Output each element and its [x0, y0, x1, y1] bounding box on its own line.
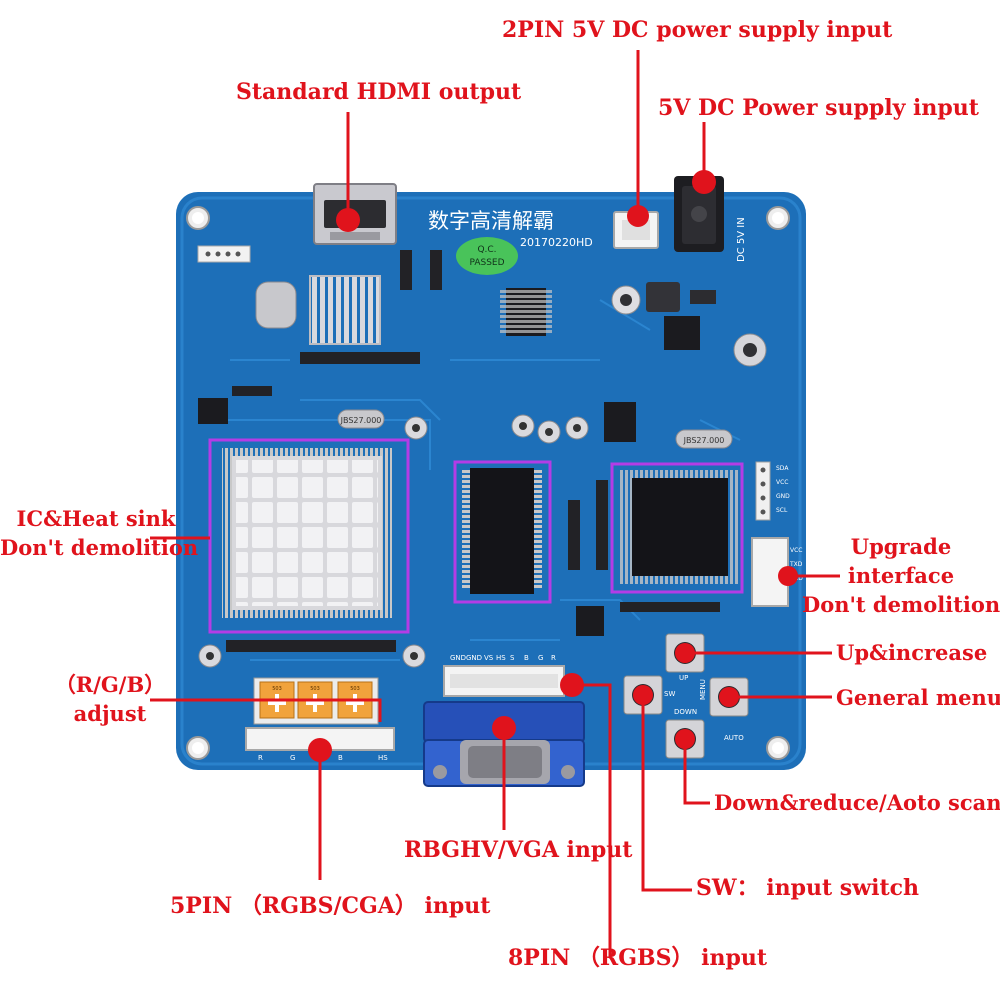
- pin-label-r: R: [551, 654, 556, 662]
- pot-label-2: 503: [310, 686, 320, 692]
- upgrade-conn-vcc: VCC: [790, 547, 802, 554]
- 8pin-header-labels: GND GND VS HS S B G R: [450, 654, 556, 662]
- ic-small-right: [576, 606, 604, 636]
- dc-jack-label: DC 5V IN: [736, 217, 747, 262]
- pot-label-3: 503: [350, 686, 360, 692]
- capacitors-bottom: [198, 644, 426, 668]
- capacitors-mid: [404, 414, 589, 444]
- callout-upgrade-line2: interface: [847, 563, 955, 588]
- qfp-ic: [620, 470, 740, 584]
- callout-upgrade-line3: Don't demolition: [802, 592, 1000, 617]
- callout-8pin-input: 8PIN （RGBS） input: [508, 945, 768, 971]
- upgrade-conn-txd: TXD: [789, 561, 803, 568]
- pin-label-gnd1: GND: [450, 654, 466, 662]
- 8pin-header: [443, 665, 565, 697]
- qc-badge: Q.C. PASSED: [456, 237, 518, 275]
- callout-hdmi-output: Standard HDMI output: [236, 79, 522, 105]
- dc-jack: [674, 176, 724, 252]
- pin-label-vs: VS: [484, 654, 494, 662]
- callout-upgrade: Upgrade interface Don't demolition: [802, 532, 1000, 619]
- pin-label-gnd2: GND: [466, 654, 482, 662]
- callout-down-reduce: Down&reduce/Aoto scan: [714, 790, 1000, 815]
- callout-5pin-input: 5PIN （RGBS/CGA） input: [170, 893, 491, 919]
- pin-label-hs: HS: [496, 654, 506, 662]
- callout-rgb-adjust: （R/G/B） adjust: [50, 670, 170, 728]
- callout-dc-power: 5V DC Power supply input: [658, 95, 979, 121]
- crystal-top: [255, 281, 297, 329]
- callout-ic-heatsink: IC&Heat sink Don't demolition: [0, 504, 199, 562]
- upgrade-pin-sda: SDA: [776, 465, 789, 472]
- pin-label-g: G: [538, 654, 543, 662]
- bottom-conn-b: B: [338, 754, 343, 762]
- button-label-auto: AUTO: [724, 734, 744, 742]
- main-ic-heatsink: [222, 448, 392, 618]
- pin-label-b: B: [524, 654, 529, 662]
- bottom-conn-r: R: [258, 754, 263, 762]
- qc-badge-line2: PASSED: [469, 258, 504, 268]
- ic-pins-top: [500, 290, 552, 334]
- power-section: [611, 282, 767, 367]
- callout-dots: [308, 170, 798, 762]
- callout-2pin-power: 2PIN 5V DC power supply input: [502, 17, 893, 43]
- smd-resistors: [226, 250, 720, 652]
- qc-badge-line1: Q.C.: [477, 245, 496, 255]
- upgrade-pin-scl: SCL: [776, 507, 788, 514]
- regulator: [604, 402, 636, 442]
- highlight-boxes: [208, 438, 744, 634]
- top-left-header: [197, 245, 251, 263]
- mounting-holes: [186, 206, 790, 760]
- button-label-down: DOWN: [674, 708, 697, 716]
- bottom-conn-g: G: [290, 754, 295, 762]
- callout-lines: [150, 50, 840, 958]
- button-labels: UP SW MENU DOWN AUTO: [664, 674, 744, 742]
- crystal-right-label: JBS27.000: [683, 436, 725, 445]
- middle-ic: [462, 468, 542, 594]
- upgrade-pin-vcc: VCC: [776, 479, 788, 486]
- callout-sw-input-switch: SW： input switch: [696, 875, 920, 901]
- silkscreen-title: 数字高清解霸: [428, 209, 554, 233]
- button-label-sw: SW: [664, 690, 675, 698]
- callout-ic-heatsink-line2: Don't demolition: [0, 535, 199, 560]
- ic-small-left: [198, 398, 228, 424]
- crystal-left-label: JBS27.000: [340, 416, 382, 425]
- upgrade-pins: SDA VCC GND SCL: [755, 461, 790, 521]
- callout-ic-heatsink-line1: IC&Heat sink: [16, 506, 176, 531]
- board-date: 20170220HD: [520, 236, 593, 249]
- callout-vga-input: RBGHV/VGA input: [404, 837, 633, 863]
- crystal-left: JBS27.000: [337, 409, 385, 429]
- crystal-right: JBS27.000: [675, 429, 733, 449]
- button-label-up: UP: [679, 674, 688, 682]
- upgrade-pin-gnd: GND: [776, 493, 790, 500]
- bottom-conn-hs: HS: [378, 754, 388, 762]
- button-label-menu: MENU: [699, 679, 707, 700]
- callout-upgrade-line1: Upgrade: [850, 534, 952, 559]
- pin-label-s: S: [510, 654, 515, 662]
- callout-rgb-adjust-line1: （R/G/B）: [54, 672, 166, 697]
- callout-up-increase: Up&increase: [836, 640, 988, 665]
- pot-label-1: 503: [272, 686, 282, 692]
- callout-general-menu: General menu: [836, 685, 1000, 710]
- small-heatsink: [309, 275, 381, 345]
- callout-rgb-adjust-line2: adjust: [73, 701, 147, 726]
